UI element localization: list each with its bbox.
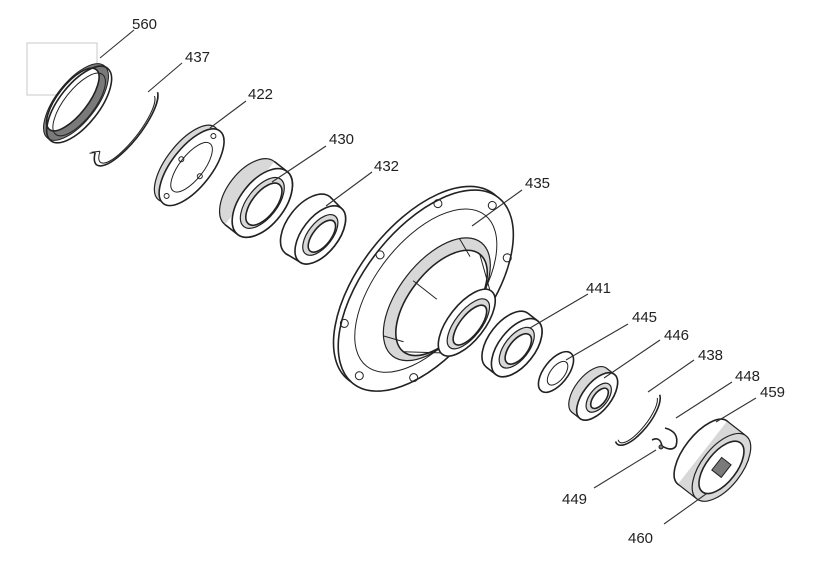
leader-430 <box>271 145 327 183</box>
leader-460 <box>663 493 707 525</box>
leader-560 <box>99 29 135 59</box>
label-441: 441 <box>586 280 611 297</box>
part-430-bearing-cup[interactable] <box>208 148 305 248</box>
leader-438 <box>647 359 695 393</box>
part-448-clip[interactable] <box>661 427 678 450</box>
label-435: 435 <box>525 175 550 192</box>
label-422: 422 <box>248 86 273 103</box>
part-437-snap-ring[interactable] <box>87 82 167 174</box>
leader-437 <box>147 62 183 93</box>
part-459-460-hub-cap[interactable] <box>664 410 762 511</box>
part-445-washer[interactable] <box>532 346 580 399</box>
part-438-retaining-ring[interactable] <box>614 391 667 452</box>
leader-441 <box>529 293 589 329</box>
part-449-pin[interactable] <box>651 438 664 450</box>
part-432-bearing-cone[interactable] <box>270 184 357 274</box>
label-432: 432 <box>374 158 399 175</box>
label-560: 560 <box>132 16 157 33</box>
label-438: 438 <box>698 347 723 364</box>
leader-435 <box>471 189 523 227</box>
leader-448 <box>675 381 733 419</box>
label-460: 460 <box>628 530 653 547</box>
leader-459 <box>715 397 757 423</box>
leader-432 <box>325 171 373 207</box>
label-449: 449 <box>562 491 587 508</box>
label-446: 446 <box>664 327 689 344</box>
label-459: 459 <box>760 384 785 401</box>
leader-445 <box>565 323 629 361</box>
leader-446 <box>603 339 661 379</box>
part-441-inner-bearing[interactable] <box>472 302 552 385</box>
part-422-tone-ring[interactable] <box>143 115 236 216</box>
leader-422 <box>209 100 247 129</box>
label-448: 448 <box>735 368 760 385</box>
label-430: 430 <box>329 131 354 148</box>
part-446-hex-nut[interactable] <box>561 360 625 428</box>
leader-449 <box>593 449 657 489</box>
part-560-seal[interactable] <box>32 53 123 153</box>
part-435-wheel-hub[interactable] <box>300 156 554 427</box>
label-437: 437 <box>185 49 210 66</box>
label-445: 445 <box>632 309 657 326</box>
